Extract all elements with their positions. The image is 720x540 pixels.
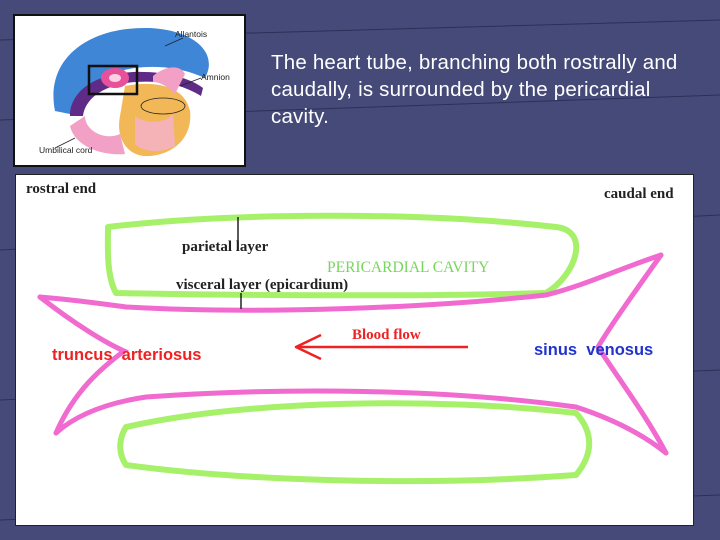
truncus-branch: [37, 294, 129, 436]
visceral-layer-lower: [53, 388, 669, 456]
visceral-layer-label: visceral layer (epicardium): [176, 277, 349, 293]
embryo-thumbnail: Allantois Amnion Umbilical cord: [13, 14, 246, 167]
truncus-arteriosus-label: truncus arteriosus: [52, 346, 202, 364]
rostral-end-label: rostral end: [26, 181, 97, 197]
sinus-venosus-label: sinus venosus: [534, 341, 654, 359]
parietal-layer-upper: [104, 212, 580, 299]
amnion-label: Amnion: [201, 72, 230, 82]
pericardial-cavity-label: PERICARDIAL CAVITY: [327, 259, 490, 276]
parietal-layer-lower: [117, 400, 593, 485]
sinus-branch: [595, 252, 669, 456]
slide-caption: The heart tube, branching both rostrally…: [271, 51, 678, 128]
caudal-end-label: caudal end: [604, 186, 674, 202]
parietal-layer-label: parietal layer: [182, 239, 269, 255]
heart-tube-diagram: rostral end caudal end parietal layer PE…: [15, 174, 694, 526]
heart-tube-drawing: [37, 212, 669, 485]
visceral-layer-upper: [37, 252, 664, 313]
allantois-label: Allantois: [175, 29, 208, 39]
blood-flow-arrow-head: [294, 333, 322, 361]
blood-flow-label: Blood flow: [352, 327, 421, 343]
umbilical-cord-label: Umbilical cord: [39, 145, 93, 155]
embryo-illustration: [53, 28, 209, 157]
